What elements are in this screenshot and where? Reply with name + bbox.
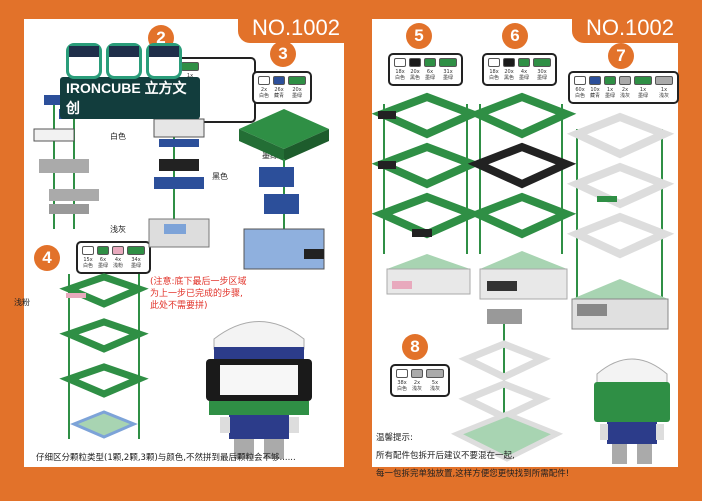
- step-4-badge: 4: [34, 245, 60, 271]
- model-number-tab: NO.1002: [571, 13, 682, 43]
- step-6-badge: 6: [502, 23, 528, 49]
- step-5-assembly: [372, 92, 483, 295]
- finished-figure-back-illustration: [594, 358, 670, 464]
- step-7-badge: 7: [608, 43, 634, 69]
- step-7-assembly: [566, 112, 675, 330]
- step-5-badge: 5: [406, 23, 432, 49]
- callout-black: 黑色: [212, 172, 228, 181]
- tips: 温馨提示: 所有配件包拆开后建议不要混在一起, 每一包拆完单独放置,这样方便您更…: [376, 429, 569, 483]
- step-2-assembly: [148, 118, 210, 248]
- finished-figure-illustration: [206, 321, 312, 459]
- model-number-tab: NO.1002: [237, 13, 348, 43]
- step-3-assembly: [239, 109, 329, 270]
- left-build-illustrations: [33, 95, 329, 459]
- callout-white: 白色: [110, 132, 126, 141]
- mascot-face: [66, 43, 102, 79]
- step-8-assembly: [450, 309, 564, 462]
- step-3-badge: 3: [270, 41, 296, 67]
- mascot-face: [106, 43, 142, 79]
- footer-note: 仔细区分颗粒类型(1颗,2颗,3颗)与颜色,不然拼到最后颗粒会不够......: [36, 453, 296, 463]
- tip-line: 所有配件包拆开后建议不要混在一起,: [376, 451, 515, 461]
- ironcube-logo: IRONCUBE 立方文创: [60, 43, 200, 119]
- tip-line: 每一包拆完单独放置,这样方便您更快找到所需配件!: [376, 469, 570, 479]
- callout-light-pink: 浅粉: [14, 298, 30, 307]
- callout-light-gray: 浅灰: [110, 225, 126, 234]
- mascot-face: [146, 43, 182, 79]
- right-build-illustrations: [372, 92, 675, 464]
- step-4-assembly: [59, 273, 149, 439]
- step-6-assembly: [467, 92, 577, 300]
- assembly-note: (注意:底下最后一步区域为上一步已完成的步骤,此处不需要拼): [150, 277, 247, 311]
- tips-title: 温馨提示:: [376, 433, 413, 443]
- callout-dark-green: 墨绿: [262, 151, 278, 160]
- step-8-badge: 8: [402, 334, 428, 360]
